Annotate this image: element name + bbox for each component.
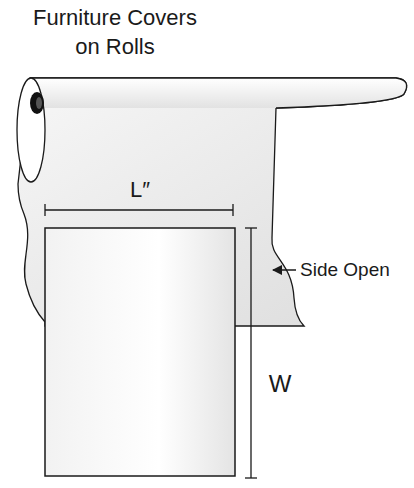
dimension-tick bbox=[44, 204, 45, 216]
roll-top-edge bbox=[30, 78, 407, 108]
length-dimension-line bbox=[45, 209, 233, 210]
roll-core bbox=[30, 92, 44, 114]
side-open-label: Side Open bbox=[300, 258, 390, 282]
roll-end bbox=[17, 78, 45, 182]
diagram-title: Furniture Covers on Rolls bbox=[25, 4, 205, 61]
width-label: W bbox=[269, 369, 292, 399]
roll-core-hole bbox=[36, 97, 42, 109]
cover-panel bbox=[45, 228, 235, 476]
dimension-tick bbox=[232, 204, 233, 216]
roll-body bbox=[30, 78, 407, 108]
side-open-arrow bbox=[273, 269, 296, 271]
dimension-tick bbox=[245, 477, 257, 478]
width-dimension-line bbox=[250, 228, 251, 478]
length-label: L″ bbox=[130, 176, 150, 204]
dimension-tick bbox=[245, 227, 257, 228]
